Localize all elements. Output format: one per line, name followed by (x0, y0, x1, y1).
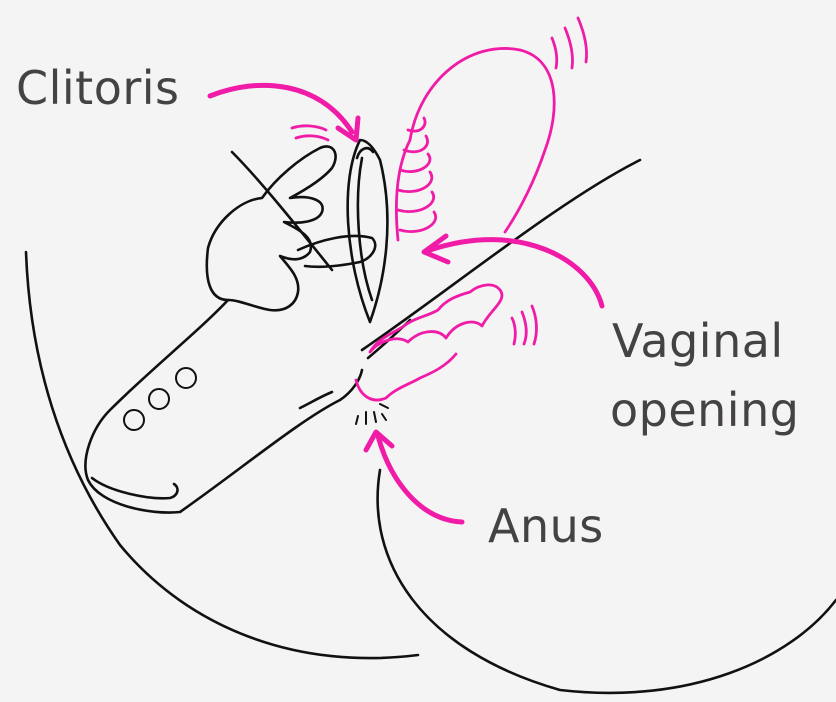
anus-marks (356, 404, 388, 424)
toy-button-mode (149, 389, 169, 409)
arrow-clitoris (210, 85, 352, 132)
right-buttock-outline (378, 470, 836, 693)
crease-line (362, 160, 640, 350)
left-thigh-outline (26, 252, 418, 658)
arrow-anus (378, 436, 462, 522)
toy-buttons (124, 368, 196, 430)
toy-bead-arm (370, 285, 502, 352)
toy-body-outline (85, 300, 362, 513)
toy-handle-grip (92, 478, 177, 498)
label-clitoris: Clitoris (16, 62, 180, 114)
toy-ridges (398, 118, 436, 232)
clitoral-hood (357, 148, 373, 158)
toy-bead-lower (356, 354, 456, 400)
leg-line (232, 152, 332, 270)
label-opening: opening (610, 384, 799, 436)
vibration-marks-top (552, 18, 587, 68)
labia-inner (358, 158, 372, 300)
label-vaginal: Vaginal (612, 315, 784, 367)
hand-outline (207, 146, 336, 310)
toy-button-plus (124, 410, 144, 430)
label-anus: Anus (488, 500, 604, 552)
toy-button-power (176, 368, 196, 388)
vibration-marks-bead (512, 306, 536, 344)
labia-outer (348, 140, 388, 322)
vibration-marks-clit (292, 126, 328, 140)
